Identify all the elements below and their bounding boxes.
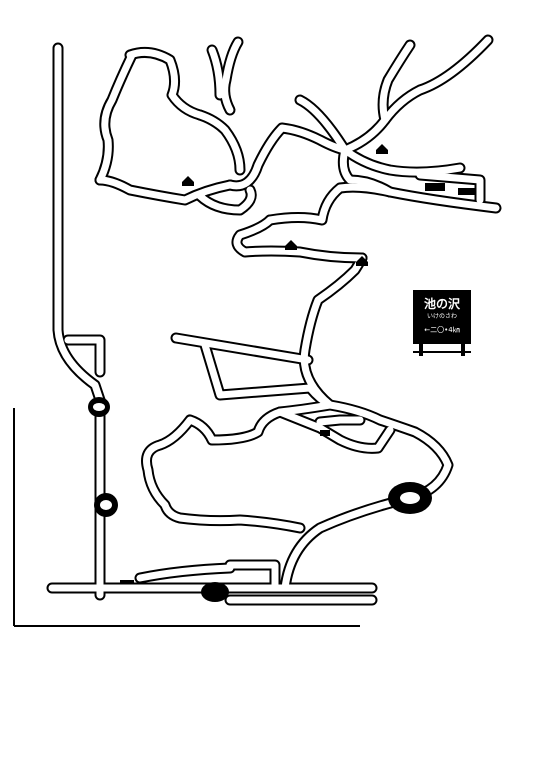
- building-icon: [320, 430, 330, 436]
- sign-subtitle: いけのさわ: [427, 313, 457, 320]
- sign-distance: ←二〇•4㎞: [424, 326, 459, 334]
- sign-post-right: [461, 342, 465, 356]
- lodge-icon: [182, 176, 194, 186]
- building-icon: [458, 188, 476, 195]
- interchange-icon: [100, 500, 112, 510]
- sign-post-left: [419, 342, 423, 356]
- lodge-icon: [285, 240, 297, 250]
- building-icon: [425, 183, 445, 191]
- building-icon: [120, 580, 134, 584]
- lodge-markers: [120, 144, 476, 584]
- destination-sign: 池の沢 いけのさわ ←二〇•4㎞: [413, 290, 471, 356]
- sign-board: [413, 290, 471, 344]
- interchange-markers: [88, 397, 432, 602]
- lodge-icon: [356, 256, 368, 266]
- sign-title: 池の沢: [424, 296, 461, 311]
- interchange-icon: [201, 582, 229, 602]
- interchange-icon: [400, 492, 420, 504]
- lodge-icon: [376, 144, 388, 154]
- interchange-icon: [93, 403, 105, 411]
- frame-lines: [13, 408, 360, 627]
